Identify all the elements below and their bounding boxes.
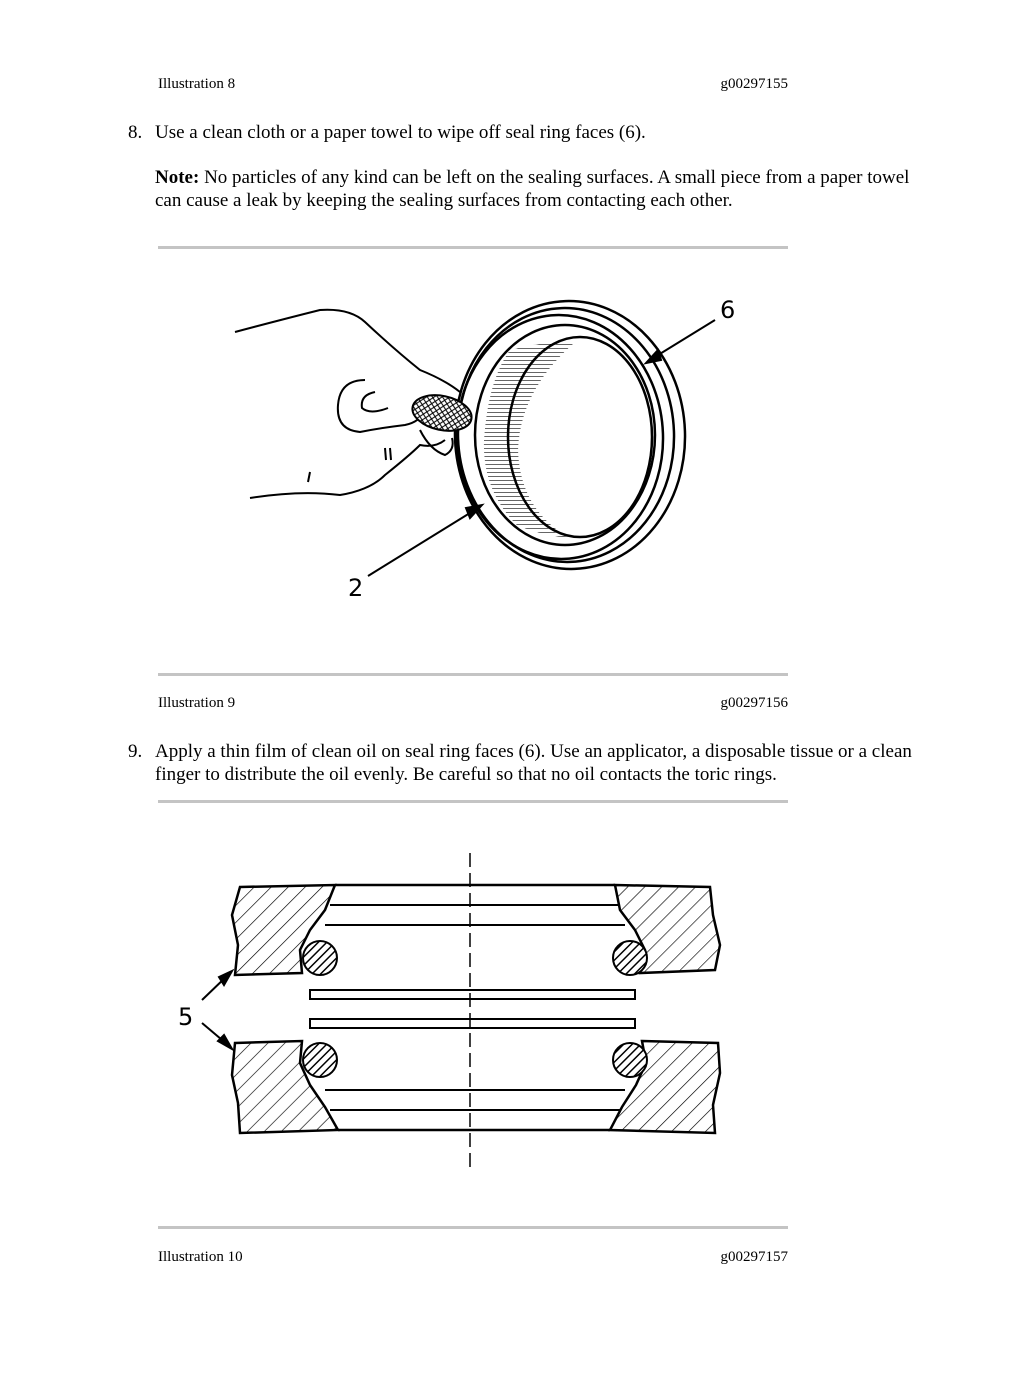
note-label: Note: xyxy=(155,167,200,188)
step-number: 8. xyxy=(128,122,143,143)
cloth xyxy=(411,394,473,432)
illustration-8-caption: Illustration 8 g00297155 xyxy=(158,76,788,93)
illustration-label: Illustration 9 xyxy=(158,695,236,711)
callout-2: 2 xyxy=(348,574,363,602)
note: Note: No particles of any kind can be le… xyxy=(155,166,915,212)
step-text: Apply a thin film of clean oil on seal r… xyxy=(155,741,912,785)
illustration-9-drawing: 6 2 xyxy=(220,280,760,610)
step-9: 9. Apply a thin film of clean oil on sea… xyxy=(128,740,928,786)
note-text: No particles of any kind can be left on … xyxy=(155,167,910,211)
callout-leaders xyxy=(367,319,716,577)
seal-cross-section-drawing: 5 xyxy=(178,853,722,1167)
illustration-code: g00297155 xyxy=(720,76,789,92)
callout-leaders xyxy=(201,968,235,1052)
illustration-label: Illustration 8 xyxy=(158,76,236,92)
illustration-10-drawing: 5 xyxy=(160,845,740,1175)
callout-6: 6 xyxy=(720,296,735,324)
callout-5: 5 xyxy=(178,1003,193,1031)
toric-rings xyxy=(302,940,648,1078)
divider xyxy=(158,800,788,803)
illustration-9-caption: Illustration 9 g00297156 xyxy=(158,695,788,712)
step-8: 8. Use a clean cloth or a paper towel to… xyxy=(128,121,928,144)
illustration-code: g00297157 xyxy=(720,1249,789,1265)
step-number: 9. xyxy=(128,741,143,762)
illustration-10-caption: Illustration 10 g00297157 xyxy=(158,1249,788,1266)
illustration-code: g00297156 xyxy=(720,695,789,711)
hand xyxy=(234,308,461,499)
illustration-label: Illustration 10 xyxy=(158,1249,243,1265)
divider xyxy=(158,1226,788,1229)
seal-ring-wipe-drawing: 6 2 xyxy=(234,296,735,602)
step-text: Use a clean cloth or a paper towel to wi… xyxy=(155,122,646,143)
divider xyxy=(158,246,788,249)
divider xyxy=(158,673,788,676)
